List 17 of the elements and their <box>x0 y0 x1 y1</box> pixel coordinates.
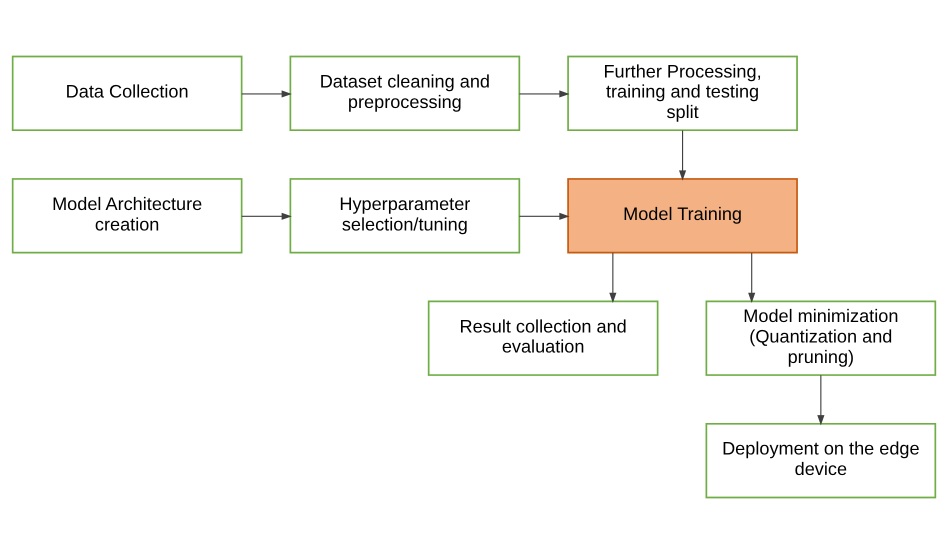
arrow <box>242 212 292 220</box>
node-box: Result collection and evaluation <box>428 300 658 376</box>
arrow <box>242 90 292 98</box>
node-box: Model Training <box>567 178 798 253</box>
node-box: Deployment on the edge device <box>706 422 936 498</box>
node-box: Data Collection <box>12 55 242 131</box>
node-box: Model Architecture creation <box>12 178 242 253</box>
arrow <box>817 374 824 425</box>
arrow <box>519 90 570 98</box>
arrow <box>519 212 570 220</box>
arrow <box>748 252 756 302</box>
node-box: Model minimization (Quantization and pruning) <box>706 300 936 376</box>
node-box: Hyperparameter selection/tuning <box>290 178 520 253</box>
node-box: Further Processing, training and testing split <box>567 55 798 131</box>
node-box: Dataset cleaning and preprocessing <box>290 55 520 131</box>
arrow <box>609 252 616 302</box>
arrow <box>678 130 686 180</box>
